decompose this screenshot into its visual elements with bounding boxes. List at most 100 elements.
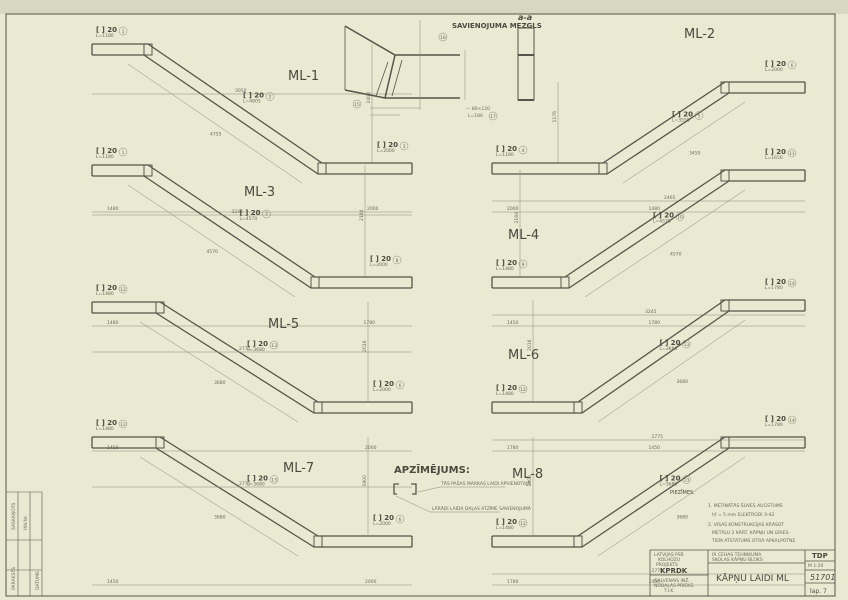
part-mark: 13 <box>684 342 690 348</box>
part-mark: 13 <box>271 478 277 484</box>
part-mark-circle <box>694 111 704 120</box>
profile-callout: [ ] 20 <box>765 278 786 286</box>
sheet-title: KĀPŅU LAIDI ML <box>716 573 789 584</box>
legend: APZĪMĒJUMS: TĀS PAŠAS MARKAS LAIDI APVIE… <box>393 463 532 513</box>
profile-callout: [ ] 20 <box>377 141 398 149</box>
profile-length: L=2000 <box>370 262 388 268</box>
profile-callout: [ ] 20 <box>96 284 117 292</box>
joint-plate <box>720 436 730 449</box>
dimension-run: 3245 <box>645 309 657 315</box>
part-mark-circle <box>675 212 685 221</box>
part-mark-circle <box>787 278 797 288</box>
profile-length: L=2000 <box>373 521 391 527</box>
profile-length: L=1780 <box>765 422 783 428</box>
part-mark-circle <box>118 284 128 294</box>
profile-length: L=1480 <box>496 391 514 397</box>
stringer-channel <box>491 169 806 289</box>
part-mark: 12 <box>520 387 526 393</box>
joint-plate <box>143 164 153 177</box>
joint-plate <box>573 535 583 548</box>
dimension-line <box>127 184 296 298</box>
part-mark-circle <box>682 339 691 349</box>
joint-mark-17 <box>488 111 498 121</box>
sheet-border <box>5 13 836 597</box>
org-sub: NODAĻAS PRIEKŠ. <box>654 582 695 589</box>
part-mark-circle <box>395 514 405 524</box>
profile-callout: [ ] 20 <box>96 419 117 427</box>
joint-mark-15-label: 15 <box>354 102 360 108</box>
dimension-run: 3050 <box>235 88 247 94</box>
profile-callout: [ ] 20 <box>496 259 517 267</box>
joint-profile-len: L=180 <box>468 113 483 119</box>
dimension-diagonal: 3680 <box>214 380 226 386</box>
profile-length: L=3680 <box>660 482 678 488</box>
flight-label: ML-3 <box>244 185 275 200</box>
dimension-bottom: 1780 <box>364 320 376 326</box>
profile-length: L=1180 <box>96 33 114 39</box>
dimension-line <box>139 456 299 557</box>
part-mark-circle <box>682 475 691 484</box>
flight-label: ML-5 <box>268 317 299 332</box>
profile-callout: [ ] 20 <box>660 475 681 483</box>
dimension-run: 2775 <box>652 434 664 440</box>
dimension-bottom: 2000 <box>365 445 377 451</box>
part-mark: 11 <box>789 151 795 157</box>
part-mark-circle <box>262 209 271 219</box>
profile-length: L=3680 <box>660 346 678 352</box>
dimension-line <box>597 319 746 423</box>
joint-detail: 15 16 17 SAVIENOJUMA MEZGLS a-a — 80×120… <box>344 13 542 121</box>
part-mark: 1 <box>122 29 125 35</box>
dimension-height: 2016 <box>362 340 368 352</box>
stamp-line: DATUMS <box>35 571 41 590</box>
stringer-channel <box>91 436 413 548</box>
profile-length: L=1480 <box>96 426 114 432</box>
joint-title: SAVIENOJUMA MEZGLS <box>452 22 542 30</box>
profile-callout: [ ] 20 <box>496 145 517 153</box>
joint-mark-16-label: 16 <box>440 35 446 41</box>
joint-plate <box>720 169 730 182</box>
dimension-height: 1800 <box>362 475 368 487</box>
org-sub: T.I.K. <box>663 588 675 594</box>
part-mark-circle <box>118 419 128 429</box>
dimension-bottom: 2000 <box>367 206 379 212</box>
part-mark: 12 <box>120 422 126 428</box>
dimension-bottom: 1450 <box>649 579 661 585</box>
part-mark-circle <box>392 255 402 265</box>
dimension-left: 1480 <box>107 206 119 212</box>
part-mark-circle <box>787 60 797 70</box>
part-mark-circle <box>269 340 279 350</box>
joint-profile: — 80×120 <box>466 106 490 112</box>
stringer-channel <box>491 81 806 175</box>
profile-callout: [ ] 20 <box>660 339 681 347</box>
part-mark-circle <box>518 259 528 269</box>
profile-length: L=4570 <box>240 216 258 222</box>
profile-callout: [ ] 20 <box>765 148 786 156</box>
org-line: PROJEKTS <box>656 562 678 568</box>
title-block: LATVIJAS PSR KOLHOZU PROJEKTS KPRDK GALV… <box>649 549 835 596</box>
profile-length: L=1480 <box>496 266 514 272</box>
joint-plate <box>317 162 327 175</box>
notes-title: PIEZĪMES. <box>670 489 695 496</box>
profile-callout: [ ] 20 <box>765 60 786 68</box>
project-line: SKOLAS KĀPŅU BLOKS <box>712 556 763 563</box>
note-line: TIEM ATSTATUMS OTRĀ APKALPOTNE <box>711 537 795 544</box>
joint-mark-17-label: 17 <box>490 114 496 120</box>
part-mark: 1 <box>122 150 125 156</box>
part-mark: 13 <box>684 478 690 484</box>
dimension-diagonal: 4570 <box>207 249 219 255</box>
profile-callout: [ ] 20 <box>96 147 117 155</box>
profile-length: L=3680 <box>247 482 265 488</box>
dimension-line <box>139 321 299 423</box>
part-mark-circle <box>518 384 528 394</box>
dimension-diagonal: 4755 <box>210 132 222 138</box>
part-mark: 14 <box>789 281 795 287</box>
part-mark-circle <box>118 26 128 36</box>
dimension-bottom: 2000 <box>365 579 377 585</box>
part-mark-circle <box>265 92 275 101</box>
dimension-run: 2465 <box>664 195 676 201</box>
drawing-number: 51701 <box>810 573 835 582</box>
